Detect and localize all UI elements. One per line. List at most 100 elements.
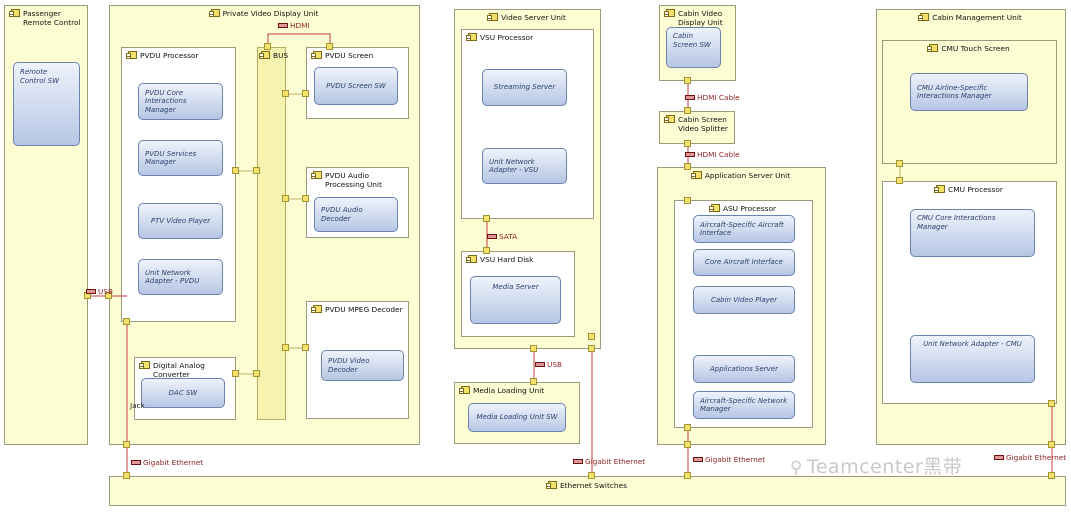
- port[interactable]: [896, 177, 903, 184]
- pvdu-audio-decoder[interactable]: PVDU Audio Decoder: [314, 197, 398, 232]
- port[interactable]: [684, 140, 691, 147]
- aircraft-specific-aircraft-interface[interactable]: Aircraft-Specific Aircraft Interface: [693, 215, 795, 243]
- pvdu-screen-sw[interactable]: PVDU Screen SW: [314, 67, 398, 105]
- vsu-processor[interactable]: VSU Processor Streaming Server Unit Netw…: [461, 29, 594, 219]
- port[interactable]: [684, 107, 691, 114]
- unit-title: Private Video Display Unit: [222, 9, 319, 18]
- port[interactable]: [232, 370, 239, 377]
- gigabit-ethernet-vsu-connector[interactable]: Gigabit Ethernet: [573, 457, 645, 466]
- port[interactable]: [684, 472, 691, 479]
- component-icon: [311, 305, 322, 313]
- port[interactable]: [326, 43, 333, 50]
- asu-processor[interactable]: ASU Processor Aircraft-Specific Aircraft…: [674, 200, 813, 428]
- port[interactable]: [684, 441, 691, 448]
- component-icon: [139, 361, 150, 369]
- streaming-server[interactable]: Streaming Server: [482, 69, 567, 106]
- media-loading-unit[interactable]: Media Loading Unit Media Loading Unit SW: [454, 382, 580, 444]
- port[interactable]: [123, 441, 130, 448]
- port[interactable]: [483, 215, 490, 222]
- aircraft-specific-network-manager[interactable]: Aircraft-Specific Network Manager: [693, 391, 795, 419]
- port[interactable]: [588, 472, 595, 479]
- component-icon: [9, 9, 20, 17]
- mpeg-title: PVDU MPEG Decoder: [325, 305, 403, 314]
- cabin-video-display-unit[interactable]: Cabin Video Display Unit Cabin Screen SW: [659, 5, 736, 81]
- pvdu-processor[interactable]: PVDU Processor PVDU Core Interactions Ma…: [121, 47, 236, 322]
- port[interactable]: [282, 344, 289, 351]
- port[interactable]: [123, 318, 130, 325]
- connector-icon: [86, 289, 96, 294]
- port[interactable]: [282, 90, 289, 97]
- core-aircraft-interface[interactable]: Core Aircraft Interface: [693, 249, 795, 276]
- processor-title: ASU Processor: [722, 204, 777, 213]
- port[interactable]: [588, 333, 595, 340]
- gigabit-ethernet-cmu-connector[interactable]: Gigabit Ethernet: [994, 453, 1066, 462]
- port[interactable]: [123, 472, 130, 479]
- pvdu-services-manager[interactable]: PVDU Services Manager: [138, 140, 223, 176]
- port[interactable]: [530, 345, 537, 352]
- port[interactable]: [105, 292, 112, 299]
- port[interactable]: [483, 247, 490, 254]
- port[interactable]: [302, 90, 309, 97]
- pvdu-video-decoder[interactable]: PVDU Video Decoder: [321, 350, 404, 381]
- component-icon: [311, 171, 322, 179]
- port[interactable]: [530, 378, 537, 385]
- cabin-screen-video-splitter[interactable]: Cabin Screen Video Splitter: [659, 111, 735, 144]
- port[interactable]: [282, 195, 289, 202]
- connector-icon: [685, 95, 695, 100]
- port[interactable]: [588, 345, 595, 352]
- port[interactable]: [253, 167, 260, 174]
- component-icon: [311, 51, 322, 59]
- port[interactable]: [1048, 400, 1055, 407]
- port[interactable]: [896, 160, 903, 167]
- port[interactable]: [684, 163, 691, 170]
- port[interactable]: [302, 344, 309, 351]
- unit-network-adapter-cmu[interactable]: Unit Network Adapter - CMU: [910, 335, 1035, 383]
- cmu-airline-specific-interactions-manager[interactable]: CMU Airline-Specific Interactions Manage…: [910, 73, 1028, 111]
- usb-remote-connector[interactable]: USB: [86, 287, 113, 296]
- cmu-touch-screen[interactable]: CMU Touch Screen CMU Airline-Specific In…: [882, 40, 1057, 164]
- unit-network-adapter-pvdu[interactable]: Unit Network Adapter - PVDU: [138, 259, 223, 295]
- media-server[interactable]: Media Server: [470, 276, 561, 324]
- pvdu-screen[interactable]: PVDU Screen PVDU Screen SW: [306, 47, 409, 119]
- screen-title: PVDU Screen: [325, 51, 374, 60]
- gigabit-ethernet-asu-connector[interactable]: Gigabit Ethernet: [693, 455, 765, 464]
- pvdu-core-interactions-manager[interactable]: PVDU Core Interactions Manager: [138, 83, 223, 120]
- port[interactable]: [253, 370, 260, 377]
- digital-analog-converter[interactable]: Digital Analog Converter DAC SW: [134, 357, 236, 420]
- ptv-video-player[interactable]: PTV Video Player: [138, 203, 223, 239]
- applications-server[interactable]: Applications Server: [693, 355, 795, 383]
- hdmi-cable-1-connector[interactable]: HDMI Cable: [685, 93, 740, 102]
- port[interactable]: [232, 167, 239, 174]
- passenger-remote-control-unit[interactable]: Passenger Remote Control Remote Control …: [4, 5, 88, 445]
- dac-sw[interactable]: DAC SW: [141, 378, 225, 408]
- ethernet-switches[interactable]: Ethernet Switches: [109, 476, 1066, 506]
- gigabit-ethernet-pvdu-connector[interactable]: Gigabit Ethernet: [131, 458, 203, 467]
- pvdu-mpeg-decoder[interactable]: PVDU MPEG Decoder PVDU Video Decoder: [306, 301, 409, 419]
- usb-media-connector[interactable]: USB: [535, 360, 562, 369]
- connector-icon: [685, 152, 695, 157]
- port[interactable]: [1048, 441, 1055, 448]
- port[interactable]: [684, 197, 691, 204]
- remote-control-sw[interactable]: Remote Control SW: [13, 62, 80, 146]
- port[interactable]: [264, 43, 271, 50]
- cabin-screen-sw[interactable]: Cabin Screen SW: [666, 27, 721, 68]
- cmu-processor[interactable]: CMU Processor CMU Core Interactions Mana…: [882, 181, 1057, 404]
- hdmi-cable-2-connector[interactable]: HDMI Cable: [685, 150, 740, 159]
- port[interactable]: [684, 77, 691, 84]
- port[interactable]: [302, 195, 309, 202]
- media-loading-unit-sw[interactable]: Media Loading Unit SW: [468, 403, 566, 432]
- pvdu-audio-processing-unit[interactable]: PVDU Audio Processing Unit PVDU Audio De…: [306, 167, 409, 238]
- cmu-core-interactions-manager[interactable]: CMU Core Interactions Manager: [910, 209, 1035, 257]
- sata-connector[interactable]: SATA: [487, 232, 517, 241]
- component-icon: [927, 44, 939, 52]
- audio-title: PVDU Audio Processing Unit: [325, 171, 382, 189]
- pvdu-bus[interactable]: BUS: [257, 47, 288, 420]
- port[interactable]: [684, 424, 691, 431]
- hdmi-connector[interactable]: HDMI: [278, 21, 310, 30]
- vsu-hard-disk[interactable]: VSU Hard Disk Media Server: [461, 251, 575, 337]
- cabin-video-player[interactable]: Cabin Video Player: [693, 286, 795, 314]
- unit-network-adapter-vsu[interactable]: Unit Network Adapter - VSU: [482, 148, 567, 184]
- port[interactable]: [1048, 472, 1055, 479]
- component-icon: [664, 115, 675, 123]
